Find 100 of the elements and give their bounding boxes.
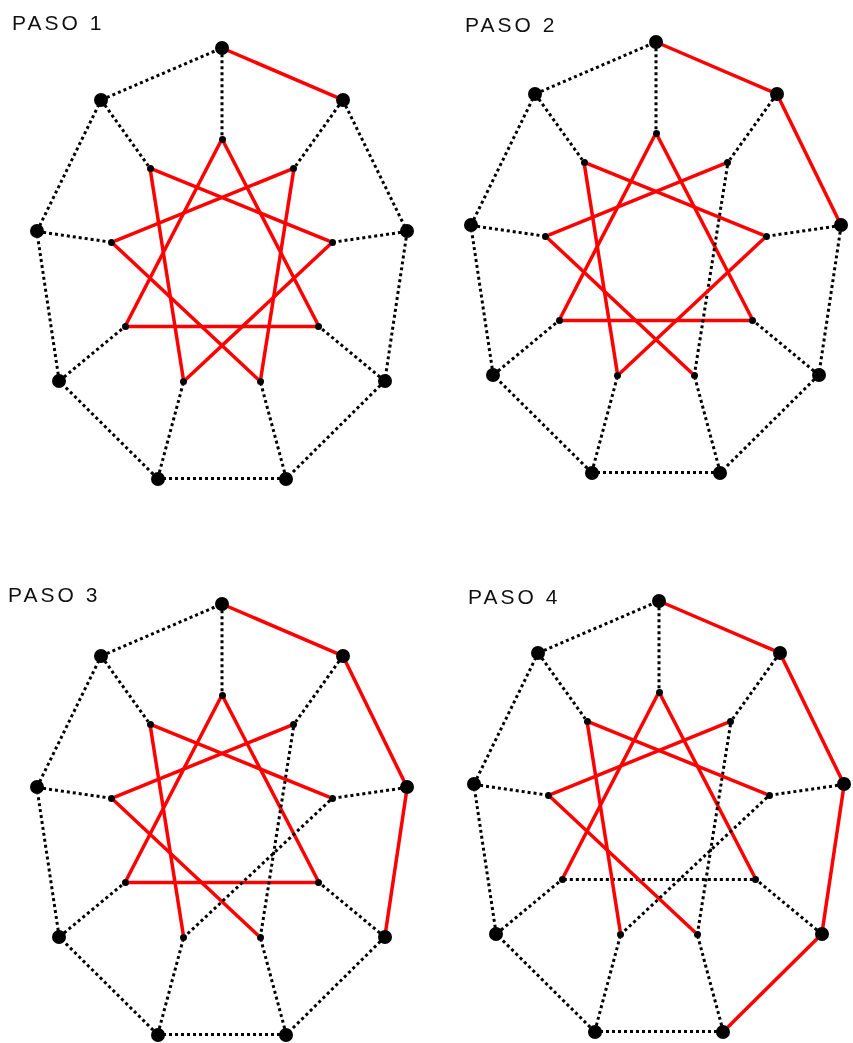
dotted-edge	[475, 657, 537, 780]
dotted-edge	[728, 98, 775, 161]
inner-vertex-dot	[749, 317, 757, 324]
highlighted-edge	[259, 171, 296, 379]
dotted-edge	[106, 49, 217, 99]
outer-vertex-dot	[713, 465, 728, 480]
dotted-edge	[540, 657, 587, 720]
outer-vertex-dot	[94, 92, 109, 107]
inner-vertex-dot	[542, 232, 550, 240]
highlighted-edge	[558, 135, 657, 319]
outer-vertex-dot	[377, 930, 392, 944]
outer-vertex-dot	[769, 86, 784, 101]
dotted-edge	[754, 321, 815, 373]
outer-vertex-dot	[377, 374, 392, 388]
highlighted-edge	[586, 161, 765, 237]
highlighted-edge	[562, 318, 750, 323]
outer-vertex-dot	[834, 218, 849, 233]
dotted-edge	[320, 883, 381, 935]
dotted-edge	[769, 224, 836, 238]
highlighted-edge	[821, 790, 845, 929]
dotted-edge	[499, 937, 592, 1029]
step-label: PASO 1	[12, 12, 105, 33]
inner-vertex-dot	[108, 238, 116, 246]
dotted-edge	[164, 477, 280, 481]
dotted-edge	[594, 937, 622, 1026]
inner-vertex-dot	[558, 876, 566, 883]
outer-vertex-dot	[466, 777, 481, 792]
dotted-edge	[696, 937, 724, 1026]
highlighted-edge	[152, 723, 331, 799]
dotted-edge	[289, 384, 382, 476]
highlighted-edge	[184, 243, 332, 381]
step-label: PASO 4	[468, 586, 561, 607]
dotted-edge	[103, 104, 150, 167]
dotted-edge	[164, 1033, 280, 1037]
outer-vertex-dot	[335, 92, 350, 107]
outer-vertex-dot	[150, 1027, 165, 1042]
outer-vertex-dot	[335, 648, 350, 663]
dotted-edge	[157, 384, 185, 473]
highlighted-edge	[547, 161, 726, 237]
highlighted-edge	[227, 604, 338, 656]
highlighted-edge	[550, 720, 729, 796]
outer-vertex-dot	[400, 780, 415, 795]
outer-vertex-dot	[215, 41, 229, 55]
dotted-edge	[693, 165, 729, 373]
dotted-edge	[621, 796, 769, 934]
outer-vertex-dot	[837, 777, 852, 792]
dotted-edge	[657, 607, 661, 689]
inner-vertex-dot	[727, 717, 735, 725]
outer-vertex-dot	[215, 597, 229, 611]
inner-vertex-dot	[690, 371, 698, 379]
inner-vertex-dot	[762, 232, 770, 240]
outer-vertex-dot	[52, 930, 67, 944]
dotted-edge	[157, 940, 185, 1029]
dotted-edge	[294, 660, 341, 723]
inner-vertex-dot	[121, 879, 129, 886]
highlighted-edge	[227, 48, 338, 100]
dotted-edge	[103, 660, 150, 723]
dotted-edge	[335, 230, 402, 244]
dotted-edge	[42, 230, 109, 244]
highlighted-edge	[113, 167, 292, 243]
highlighted-edge	[549, 796, 697, 934]
dotted-edge	[500, 880, 561, 932]
dotted-edge	[42, 786, 109, 800]
highlighted-edge	[664, 601, 775, 653]
outer-vertex-dot	[279, 471, 294, 486]
dotted-edge	[543, 602, 654, 652]
outer-vertex-dot	[463, 218, 478, 233]
highlighted-edge	[726, 937, 819, 1029]
dotted-edge	[537, 98, 584, 161]
highlighted-edge	[128, 880, 316, 885]
inner-vertex-dot	[108, 794, 116, 802]
dotted-edge	[259, 727, 295, 935]
inner-vertex-dot	[652, 129, 660, 137]
inner-vertex-dot	[752, 876, 760, 883]
outer-vertex-dot	[587, 1024, 602, 1039]
dotted-edge	[335, 786, 402, 800]
dotted-edge	[184, 799, 332, 937]
highlighted-edge	[112, 799, 260, 937]
inner-vertex-dot	[724, 158, 732, 166]
highlighted-edge	[221, 697, 320, 881]
dotted-edge	[294, 104, 341, 167]
highlighted-edge	[384, 793, 408, 932]
dotted-edge	[565, 878, 753, 881]
dotted-edge	[62, 940, 155, 1032]
dotted-edge	[63, 327, 124, 379]
highlighted-edge	[618, 237, 766, 375]
inner-vertex-dot	[614, 371, 622, 379]
inner-vertex-dot	[765, 791, 773, 799]
inner-vertex-dot	[180, 933, 188, 941]
dotted-edge	[540, 43, 651, 93]
inner-vertex-dot	[580, 158, 588, 166]
highlighted-edge	[781, 657, 843, 780]
outer-vertex-dot	[814, 927, 829, 941]
inner-vertex-dot	[180, 377, 188, 385]
inner-vertex-dot	[328, 794, 336, 802]
inner-vertex-dot	[256, 933, 264, 941]
inner-vertex-dot	[218, 135, 226, 143]
inner-vertex-dot	[655, 688, 663, 696]
dotted-edge	[496, 378, 589, 470]
dotted-edge	[320, 327, 381, 379]
